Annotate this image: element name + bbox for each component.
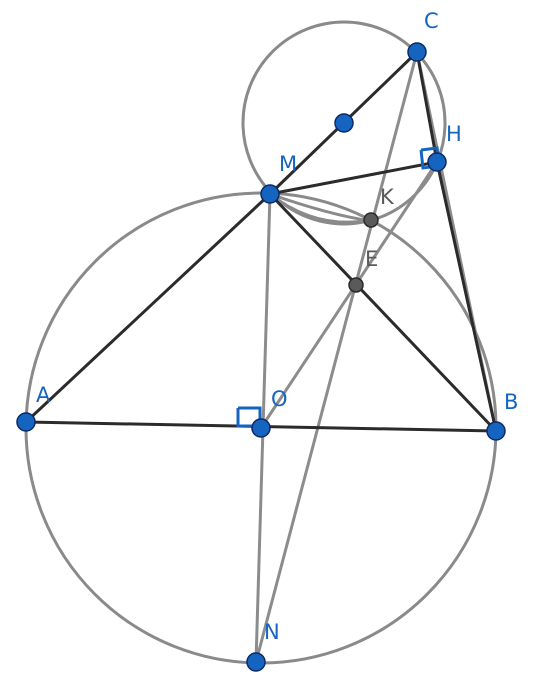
label-o: O — [271, 387, 288, 411]
point-midpoint-mc[interactable] — [334, 113, 354, 133]
small-circle — [241, 20, 447, 226]
segment-a-m — [24, 192, 272, 424]
point-m[interactable] — [260, 184, 280, 204]
label-c: C — [424, 9, 439, 33]
label-n: N — [264, 620, 280, 644]
circles-layer — [24, 20, 498, 665]
point-h[interactable] — [427, 152, 447, 172]
label-a: A — [36, 383, 51, 407]
label-b: B — [504, 390, 518, 414]
label-h: H — [446, 122, 462, 146]
segment-h-b — [435, 160, 498, 433]
point-b[interactable] — [486, 421, 506, 441]
point-e[interactable] — [348, 277, 364, 293]
segment-m-h — [268, 160, 439, 196]
segments-layer — [24, 50, 498, 664]
arc-m-e — [269, 192, 372, 223]
point-k[interactable] — [363, 212, 379, 228]
label-k: K — [380, 185, 395, 209]
arc-m-k — [269, 192, 372, 224]
label-m: M — [279, 152, 297, 176]
segment-c-n — [254, 50, 419, 664]
label-e: E — [365, 247, 378, 271]
segment-c-h — [415, 50, 439, 164]
point-a[interactable] — [16, 412, 36, 432]
point-n[interactable] — [246, 652, 266, 672]
labels-layer: A B C H M O N K E — [36, 9, 518, 644]
segment-m-b — [268, 192, 498, 433]
point-o[interactable] — [251, 418, 271, 438]
point-c[interactable] — [407, 42, 427, 62]
segment-o-h — [259, 160, 439, 430]
points-layer — [16, 42, 506, 672]
